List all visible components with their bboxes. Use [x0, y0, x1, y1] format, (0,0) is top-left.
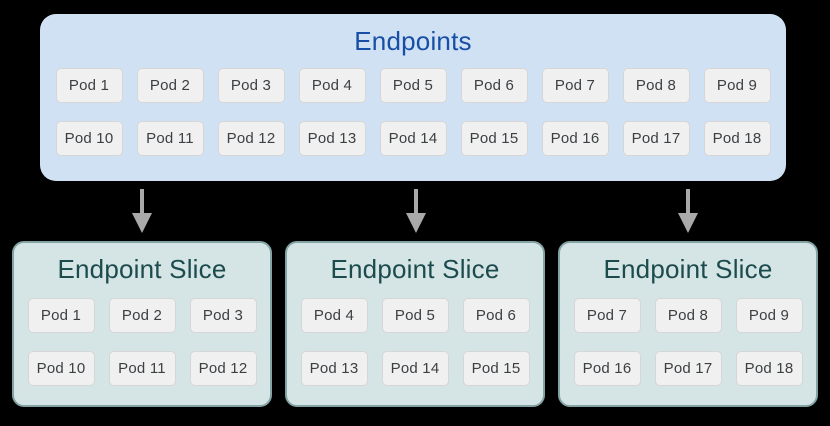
pod-box: Pod 6: [460, 68, 528, 103]
pod-box: Pod 13: [298, 121, 366, 156]
pod-box: Pod 4: [298, 68, 366, 103]
slice-1-pod-row-1: Pod 1 Pod 2 Pod 3: [27, 298, 257, 333]
pod-box: Pod 7: [573, 298, 641, 333]
pod-box: Pod 14: [379, 121, 447, 156]
pod-box: Pod 10: [55, 121, 123, 156]
endpoints-pod-row-2: Pod 10 Pod 11 Pod 12 Pod 13 Pod 14 Pod 15 Pod …: [55, 121, 771, 156]
pod-box: Pod 5: [379, 68, 447, 103]
pod-box: Pod 11: [136, 121, 204, 156]
arrow-stem: [414, 189, 418, 213]
pod-box: Pod 3: [217, 68, 285, 103]
pod-box: Pod 9: [703, 68, 771, 103]
slice-2-pod-rows: Pod 4 Pod 5 Pod 6 Pod 13 Pod 14 Pod 15: [287, 298, 543, 386]
arrow-head: [406, 213, 426, 233]
arrow-stem: [140, 189, 144, 213]
slice-1-pod-row-2: Pod 10 Pod 11 Pod 12: [27, 351, 257, 386]
pod-box: Pod 5: [381, 298, 449, 333]
pod-box: Pod 18: [735, 351, 803, 386]
pod-box: Pod 3: [189, 298, 257, 333]
endpoints-title: Endpoints: [354, 26, 472, 56]
pod-box: Pod 12: [217, 121, 285, 156]
pod-box: Pod 7: [541, 68, 609, 103]
pod-box: Pod 8: [654, 298, 722, 333]
slice-3-pod-rows: Pod 7 Pod 8 Pod 9 Pod 16 Pod 17 Pod 18: [560, 298, 816, 386]
pod-box: Pod 17: [654, 351, 722, 386]
down-arrow-icon: [678, 189, 698, 233]
pod-box: Pod 11: [108, 351, 176, 386]
pod-box: Pod 16: [541, 121, 609, 156]
slice-2-pod-row-2: Pod 13 Pod 14 Pod 15: [300, 351, 530, 386]
arrow-head: [678, 213, 698, 233]
pod-box: Pod 15: [460, 121, 528, 156]
pod-box: Pod 14: [381, 351, 449, 386]
pod-box: Pod 10: [27, 351, 95, 386]
endpoint-slice-title: Endpoint Slice: [57, 254, 227, 284]
arrow-stem: [686, 189, 690, 213]
pod-box: Pod 9: [735, 298, 803, 333]
down-arrow-icon: [132, 189, 152, 233]
pod-box: Pod 12: [189, 351, 257, 386]
pod-box: Pod 1: [55, 68, 123, 103]
pod-box: Pod 1: [27, 298, 95, 333]
pod-box: Pod 15: [462, 351, 530, 386]
endpoint-slice-title: Endpoint Slice: [603, 254, 773, 284]
pod-box: Pod 16: [573, 351, 641, 386]
pod-box: Pod 18: [703, 121, 771, 156]
pod-box: Pod 8: [622, 68, 690, 103]
slice-1-pod-rows: Pod 1 Pod 2 Pod 3 Pod 10 Pod 11 Pod 12: [14, 298, 270, 386]
slice-2-pod-row-1: Pod 4 Pod 5 Pod 6: [300, 298, 530, 333]
pod-box: Pod 17: [622, 121, 690, 156]
slice-3-pod-row-2: Pod 16 Pod 17 Pod 18: [573, 351, 803, 386]
pod-box: Pod 13: [300, 351, 368, 386]
slice-3-pod-row-1: Pod 7 Pod 8 Pod 9: [573, 298, 803, 333]
endpoints-pod-row-1: Pod 1 Pod 2 Pod 3 Pod 4 Pod 5 Pod 6 Pod 7 Pod 8…: [55, 68, 771, 103]
endpoints-box: Endpoints Pod 1 Pod 2 Pod 3 Pod 4 Pod 5 Pod 6…: [40, 14, 786, 181]
endpoint-slice-title: Endpoint Slice: [330, 254, 500, 284]
pod-box: Pod 2: [108, 298, 176, 333]
arrow-head: [132, 213, 152, 233]
pod-box: Pod 4: [300, 298, 368, 333]
pod-box: Pod 2: [136, 68, 204, 103]
pod-box: Pod 6: [462, 298, 530, 333]
endpoints-pod-rows: Pod 1 Pod 2 Pod 3 Pod 4 Pod 5 Pod 6 Pod 7 Pod 8…: [40, 68, 786, 156]
down-arrow-icon: [406, 189, 426, 233]
